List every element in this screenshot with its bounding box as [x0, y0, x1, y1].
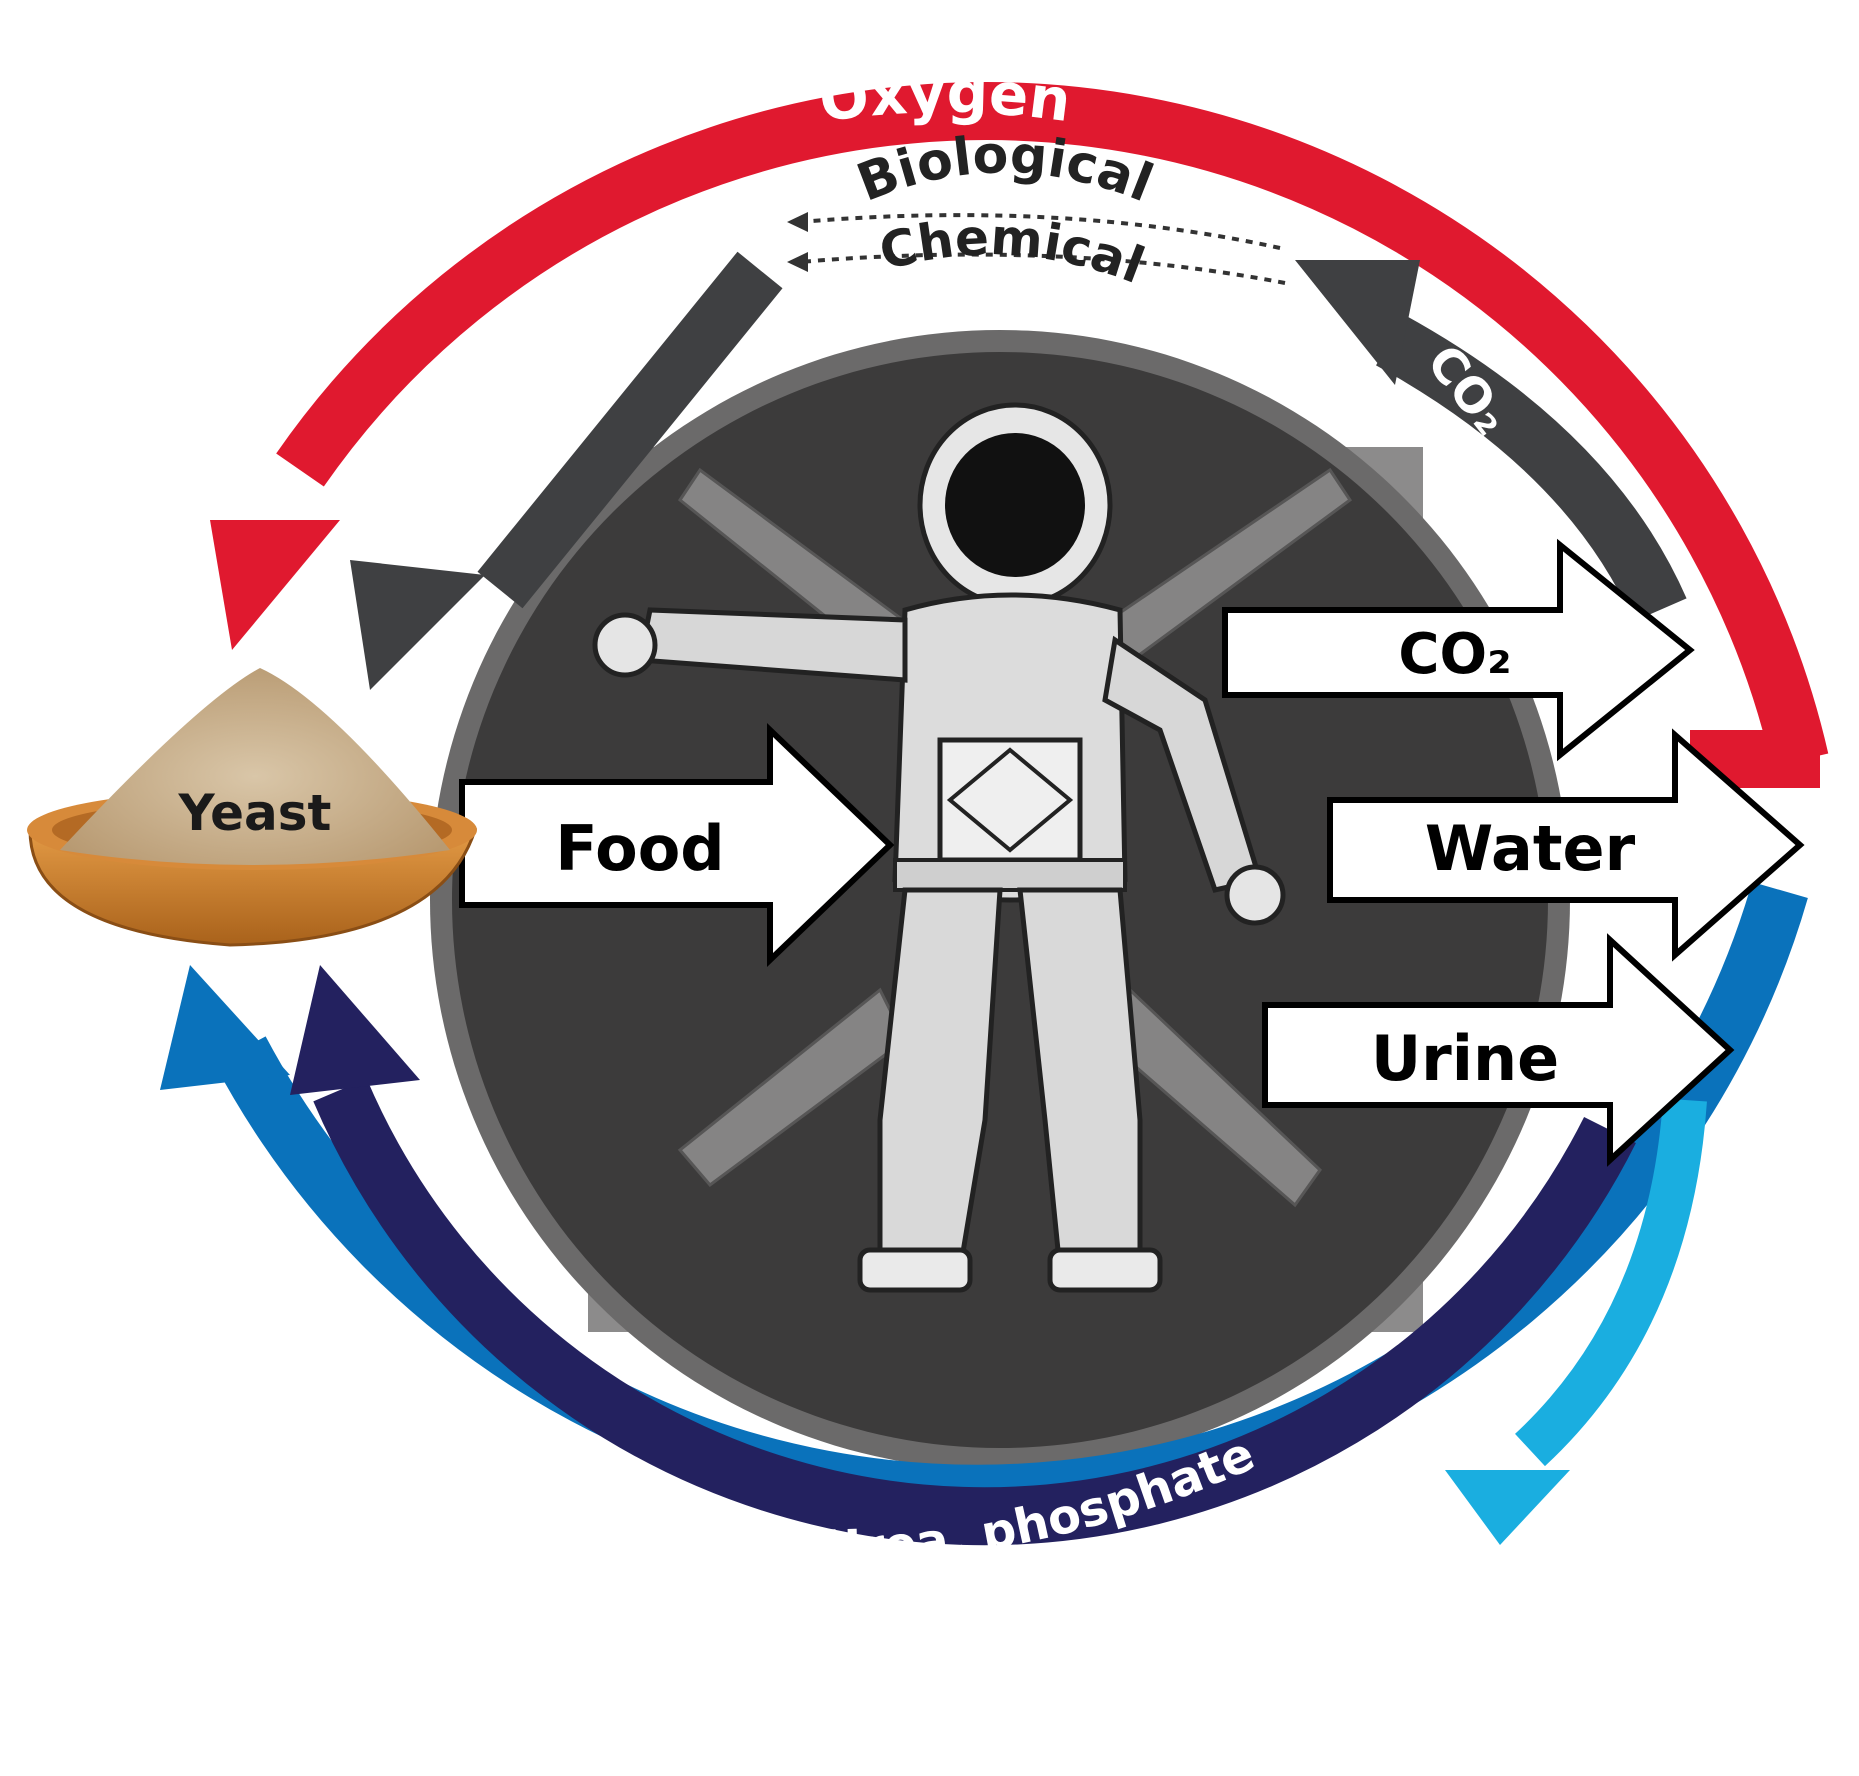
urine-output-label: Urine [1371, 1022, 1559, 1095]
oxygen-arrow [210, 82, 1829, 788]
water-output-label: Water [1425, 812, 1636, 885]
urea-arrow [290, 965, 1636, 1546]
food-label: Food [555, 812, 724, 885]
oxygen-label: Oxygen [816, 58, 1075, 135]
co2-output-arrow [1222, 538, 1695, 762]
light-water-arrow [1445, 1098, 1707, 1545]
astronaut-figure [592, 402, 1353, 1293]
water-output-arrow [1327, 728, 1805, 962]
co2-return-arrow [1295, 260, 1687, 622]
urine-output-arrow [1262, 933, 1735, 1167]
yeast-label: Yeast [178, 784, 332, 842]
visor [945, 433, 1085, 577]
conversion-dotted-arrows [787, 212, 1286, 285]
ethanol-arrow [350, 251, 783, 690]
yeast-bowl [27, 668, 478, 947]
water-return-label: Water [916, 1655, 1087, 1722]
co2-output-label: CO₂ [1398, 622, 1511, 687]
food-arrow [459, 722, 895, 968]
